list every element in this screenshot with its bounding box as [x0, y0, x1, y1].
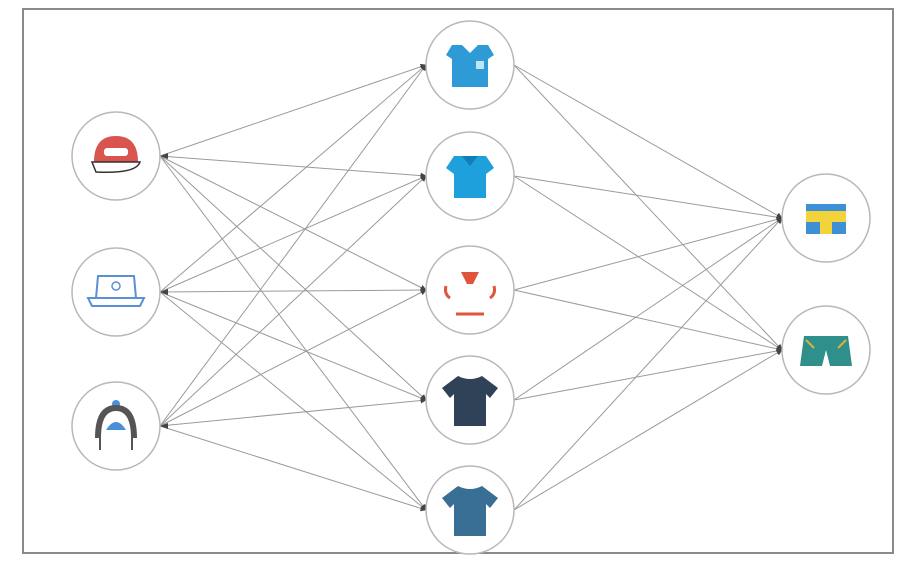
- outfit-network-diagram: [71, 20, 871, 555]
- yellow-blue-shorts-icon: [806, 204, 846, 234]
- edge-top-4-bottom-2: [513, 348, 783, 401]
- edges: [159, 63, 783, 512]
- edge-hat-3-top-4: [159, 397, 427, 427]
- edge-hat-3-top-3: [159, 289, 427, 427]
- teal-shorts-icon: [800, 336, 852, 366]
- steel-blue-tshirt-icon: [442, 486, 498, 536]
- edge-hat-2-top-3: [159, 287, 427, 294]
- white-cap-with-blue-outline-icon: [86, 275, 146, 307]
- edge-hat-2-top-5: [159, 291, 427, 511]
- edge-hat-1-top-1: [159, 63, 427, 157]
- hat-arrowhead: [160, 289, 168, 295]
- red-baseball-cap-icon: [90, 136, 142, 174]
- teal-shorts-node: [781, 305, 871, 395]
- edge-top-5-bottom-1: [513, 217, 783, 511]
- white-cap-with-blue-outline-node: [71, 247, 161, 337]
- edge-hat-2-top-4: [159, 291, 427, 401]
- edge-top-3-bottom-1: [513, 216, 783, 291]
- steel-blue-tshirt-node: [425, 465, 515, 555]
- light-blue-polo-shirt-node: [425, 131, 515, 221]
- edge-hat-2-top-2: [159, 175, 427, 293]
- dark-navy-tshirt-node: [425, 355, 515, 445]
- edge-top-4-bottom-1: [513, 217, 783, 401]
- winter-beanie-node: [71, 381, 161, 471]
- edge-hat-3-top-1: [159, 64, 427, 427]
- edge-top-5-bottom-2: [513, 349, 783, 511]
- light-blue-polo-shirt-icon: [446, 156, 494, 198]
- blue-button-shirt-node: [425, 20, 515, 110]
- edge-hat-3-top-2: [159, 175, 427, 427]
- edge-hat-3-top-5: [159, 425, 427, 512]
- red-baseball-cap-node: [71, 111, 161, 201]
- dark-navy-tshirt-icon: [442, 376, 498, 426]
- edge-hat-1-top-4: [159, 155, 427, 401]
- yellow-blue-shorts-node: [781, 173, 871, 263]
- nodes: [71, 20, 871, 555]
- node-circle: [425, 245, 515, 335]
- winter-beanie-icon: [95, 400, 137, 450]
- hat-arrowhead: [160, 153, 168, 159]
- red-sleeveless-shirt-icon: [444, 272, 496, 316]
- red-sleeveless-shirt-node: [425, 245, 515, 335]
- edge-hat-2-top-1: [159, 64, 427, 293]
- edge-top-2-bottom-1: [513, 175, 783, 221]
- edge-hat-1-top-3: [159, 155, 427, 291]
- edge-hat-1-top-2: [159, 155, 427, 179]
- diagram-frame: [22, 8, 894, 555]
- blue-button-shirt-icon: [446, 45, 494, 87]
- edge-top-2-bottom-2: [513, 175, 783, 351]
- edge-top-1-bottom-1: [513, 64, 783, 219]
- hat-arrowhead: [160, 423, 168, 429]
- edge-top-1-bottom-2: [513, 64, 783, 351]
- edge-top-3-bottom-2: [513, 289, 783, 352]
- edge-hat-1-top-5: [159, 155, 427, 511]
